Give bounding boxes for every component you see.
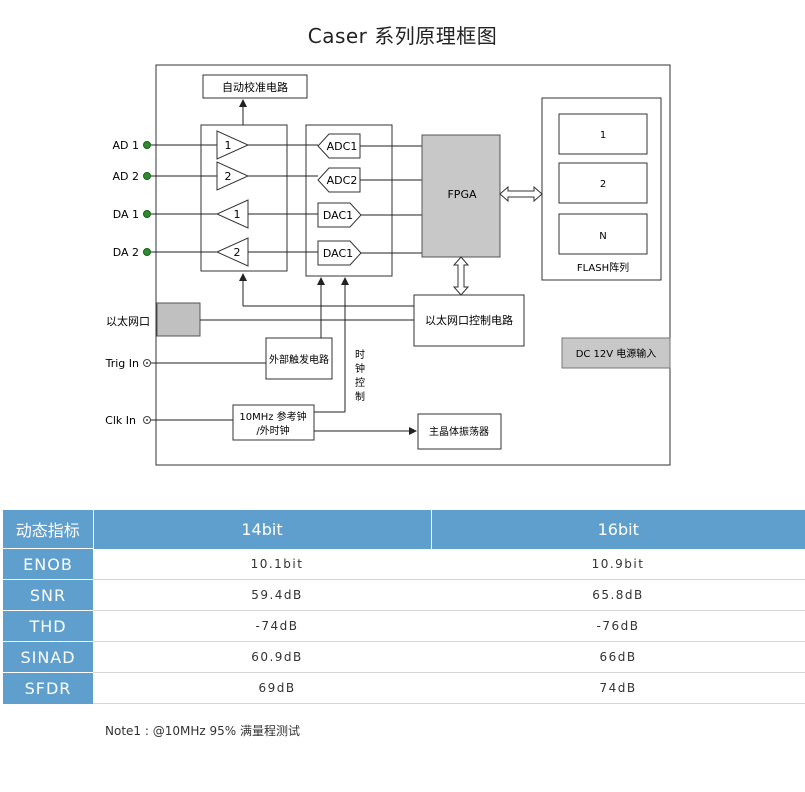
spec-table-header: 动态指标 14bit 16bit [3,510,805,549]
svg-text:ADC2: ADC2 [327,174,358,187]
system-frame [155,64,671,466]
auto-cal-label: 自动校准电路 [222,80,288,94]
table-row: SNR 59.4dB 65.8dB [3,579,805,611]
auto-cal-box [202,74,308,99]
row-label: SNR [3,579,93,611]
port-ad2[interactable]: AD 2 [113,170,151,183]
row-label: THD [3,610,93,642]
dac1-block: DAC1 [317,202,362,228]
flash-label: FLASH阵列 [577,261,629,274]
power-input-label: DC 12V 电源输入 [576,347,657,360]
svg-text:2: 2 [600,179,606,190]
port-ethernet[interactable]: 以太网口 [106,302,201,337]
adc2-block: ADC2 [317,167,361,193]
svg-text:1: 1 [600,130,606,141]
amplifier-group [200,124,288,272]
svg-text:2: 2 [234,246,241,259]
header-14bit: 14bit [93,510,432,549]
row-label: ENOB [3,548,93,580]
clock-ctrl-3: 控 [355,376,365,389]
port-da2[interactable]: DA 2 [113,246,151,259]
row-label: SFDR [3,672,93,704]
header-16bit: 16bit [431,510,805,549]
fpga-label: FPGA [447,188,476,201]
amplifier-ad2: 2 [216,161,250,191]
svg-text:DAC1: DAC1 [323,209,353,222]
value-14bit: 60.9dB [93,641,431,673]
svg-text:1: 1 [234,208,241,221]
table-row: THD -74dB -76dB [3,610,805,642]
svg-text:DAC1: DAC1 [323,247,353,260]
port-dot [143,210,151,218]
port-label-trig: Trig In [105,357,139,370]
amplifier-da2: 2 [215,237,249,267]
adc1-block: ADC1 [317,133,361,159]
amplifier-ad1: 1 [216,130,250,160]
eth-ctrl-label: 以太网口控制电路 [425,313,513,327]
value-16bit: 65.8dB [431,579,805,611]
table-row: SINAD 60.9dB 66dB [3,641,805,673]
ref-clock-line2: /外时钟 [256,424,289,437]
svg-text:ADC1: ADC1 [327,140,358,153]
value-16bit: 10.9bit [431,548,805,580]
port-dot [143,172,151,180]
value-14bit: 10.1bit [93,548,431,580]
port-ad1[interactable]: AD 1 [113,139,151,152]
flash-item-2 [558,162,648,204]
ref-clock-line1: 10MHz 参考钟 [239,410,306,423]
amplifier-da1: 1 [215,199,249,229]
value-16bit: 66dB [431,641,805,673]
row-label: SINAD [3,641,93,673]
value-14bit: -74dB [93,610,431,642]
svg-text:N: N [599,231,606,242]
ref-clock-block [232,404,315,441]
ext-trig-label: 外部触发电路 [269,353,329,366]
port-da1[interactable]: DA 1 [113,208,151,221]
clock-ctrl-4: 制 [355,390,365,403]
power-input-block [561,337,671,369]
port-label-ad2: AD 2 [113,170,140,183]
converter-group [305,124,393,277]
dac2-block: DAC1 [317,240,362,266]
port-label-clk: Clk In [105,414,136,427]
header-metric: 动态指标 [3,510,94,549]
footnote: Note1 : @10MHz 95% 满量程测试 [105,724,300,738]
flash-item-n [558,213,648,255]
clock-ctrl-2: 钟 [355,362,365,375]
oscillator-block [417,413,502,450]
value-16bit: 74dB [431,672,805,704]
table-row: ENOB 10.1bit 10.9bit [3,548,805,580]
port-clk-in[interactable]: Clk In [105,414,151,427]
clock-ctrl-1: 时 [355,349,365,361]
svg-text:1: 1 [225,139,232,152]
port-label-da1: DA 1 [113,208,139,221]
value-14bit: 69dB [93,672,431,704]
svg-text:2: 2 [225,170,232,183]
value-16bit: -76dB [431,610,805,642]
port-label-da2: DA 2 [113,246,139,259]
port-dot [143,248,151,256]
eth-ctrl-block [413,294,525,347]
value-14bit: 59.4dB [93,579,431,611]
fpga-eth-arrow [452,256,470,296]
port-label-ad1: AD 1 [113,139,140,152]
port-label-ethernet: 以太网口 [106,315,150,328]
page-title: Caser 系列原理框图 [307,24,498,48]
port-dot [143,141,151,149]
spec-table: 动态指标 14bit 16bit ENOB 10.1bit 10.9bit SN… [3,510,805,704]
ext-trig-block [265,337,333,380]
block-diagram: 自动校准电路 AD 1 AD 2 DA 1 DA 2 1 2 1 2 [105,64,671,466]
flash-item-1 [558,113,648,155]
table-row: SFDR 69dB 74dB [3,672,805,704]
oscillator-label: 主晶体振荡器 [429,425,489,438]
port-trig-in[interactable]: Trig In [105,357,151,370]
ethernet-connector [156,302,201,337]
fpga-flash-arrow [499,185,543,203]
